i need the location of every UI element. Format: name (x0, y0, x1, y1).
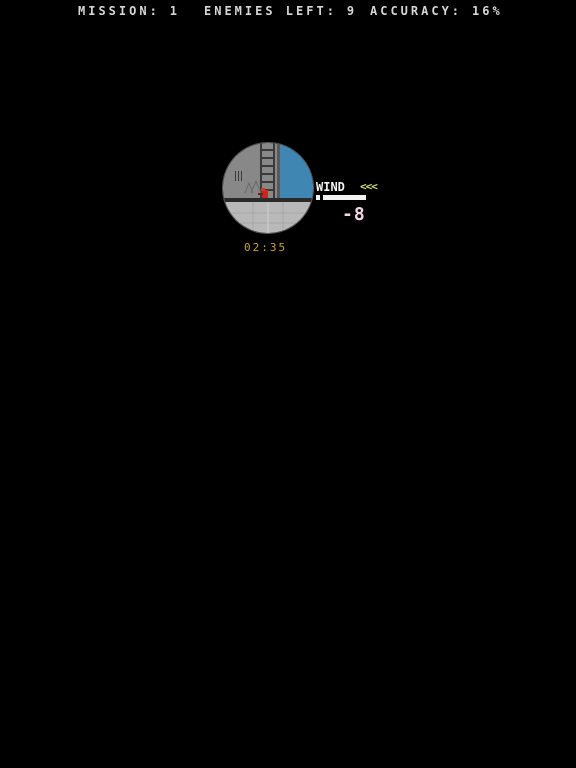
wind-strength-bar (316, 195, 374, 200)
enemies-left-value: 9 (346, 4, 358, 18)
scope-icon[interactable] (222, 142, 314, 234)
accuracy-value: 16% (472, 4, 503, 18)
wind-bar-marker (316, 195, 320, 200)
accuracy-label: ACCURACY: (370, 4, 463, 18)
mission-value: 1 (169, 4, 181, 18)
enemy-icon[interactable] (258, 188, 268, 198)
sniper-scope[interactable] (222, 142, 314, 234)
scope-view (223, 143, 313, 233)
mission-label: MISSION: (78, 4, 160, 18)
mission-timer: 02:35 (244, 241, 288, 254)
accuracy-indicator: ACCURACY: 16% (370, 4, 503, 18)
wind-bar-fill (323, 195, 366, 200)
hud-bar: MISSION: 1 ENEMIES LEFT: 9 ACCURACY: 16% (0, 4, 576, 22)
mission-indicator: MISSION: 1 (78, 4, 180, 18)
wind-label: WIND (316, 180, 345, 194)
wind-indicator: WIND <<< -8 (316, 180, 380, 230)
sky-window (279, 143, 313, 200)
wind-direction-arrows-icon: <<< (360, 180, 378, 193)
enemies-left-label: ENEMIES LEFT: (204, 4, 337, 18)
enemies-left-indicator: ENEMIES LEFT: 9 (204, 4, 357, 18)
wind-value: -8 (342, 204, 366, 225)
